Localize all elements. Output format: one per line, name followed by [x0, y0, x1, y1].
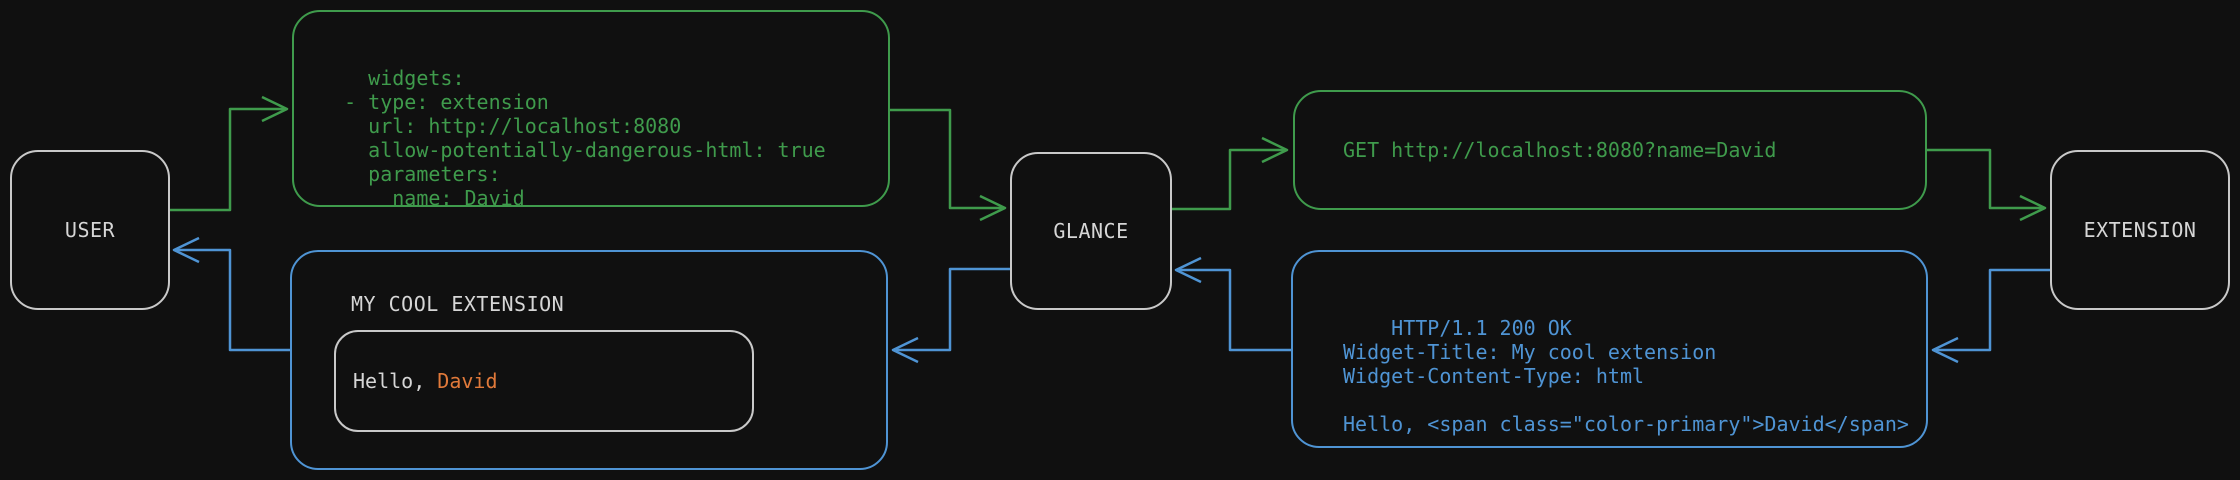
- arrowhead-request-to-extension: [2019, 194, 2047, 222]
- arrowhead-extension-to-response: [1931, 336, 1959, 364]
- arrowhead-response-to-glance: [1174, 256, 1202, 284]
- user-node: USER: [10, 150, 170, 310]
- arrowhead-glance-to-request: [1261, 136, 1289, 164]
- http-response-code: HTTP/1.1 200 OK Widget-Title: My cool ex…: [1343, 316, 1909, 436]
- edge-response-to-glance: [1174, 256, 1291, 352]
- greeting-name: David: [437, 369, 498, 393]
- widget-greeting-box: Hello, David: [334, 330, 754, 432]
- extension-node-label: EXTENSION: [2083, 218, 2197, 242]
- edge-user-to-config: [170, 95, 289, 212]
- edge-glance-to-request: [1172, 136, 1289, 211]
- edge-glance-to-widget: [891, 267, 1010, 364]
- arrowhead-user-to-config: [261, 95, 289, 123]
- arrowhead-glance-to-widget: [891, 336, 919, 364]
- greeting-prefix: Hello,: [353, 369, 438, 393]
- user-node-label: USER: [64, 218, 116, 242]
- glance-node-label: GLANCE: [1053, 219, 1129, 243]
- config-yaml-box: widgets: - type: extension url: http://l…: [292, 10, 890, 210]
- edge-request-to-extension: [1927, 148, 2047, 222]
- glance-node: GLANCE: [1010, 152, 1172, 310]
- arrowhead-widget-to-user: [172, 236, 200, 264]
- config-yaml-code: widgets: - type: extension url: http://l…: [344, 66, 826, 210]
- http-request-box: GET http://localhost:8080?name=David: [1293, 90, 1927, 210]
- edge-widget-to-user: [172, 236, 290, 352]
- extension-node: EXTENSION: [2050, 150, 2230, 310]
- widget-title: MY COOL EXTENSION: [351, 292, 565, 316]
- arrowhead-config-to-glance: [979, 194, 1007, 222]
- edge-config-to-glance: [890, 108, 1007, 222]
- http-request-code: GET http://localhost:8080?name=David: [1343, 138, 1777, 162]
- widget-preview-box: MY COOL EXTENSION Hello, David: [290, 250, 888, 470]
- http-response-box: HTTP/1.1 200 OK Widget-Title: My cool ex…: [1291, 250, 1928, 448]
- edge-extension-to-response: [1931, 268, 2050, 364]
